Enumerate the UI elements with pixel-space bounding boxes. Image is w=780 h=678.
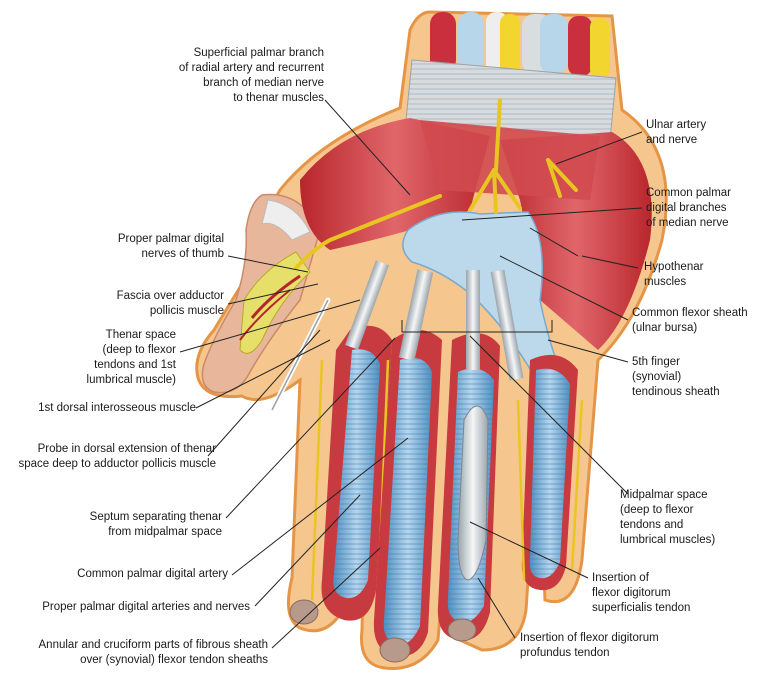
label-fifth-finger-sheath: 5th finger (synovial) tendinous sheath [632,356,720,398]
middle-finger [373,269,442,663]
label-probe-dorsal-extension: Probe in dorsal extension of thenar spac… [18,443,216,470]
label-fascia-adductor-pollicis: Fascia over adductor pollicis muscle [116,290,224,317]
little-finger [516,354,584,591]
ring-finger [437,270,500,642]
label-common-palmar-digital-artery: Common palmar digital artery [77,568,228,580]
label-superficial-palmar-branch: Superficial palmar branch of radial arte… [178,47,324,104]
index-finger [289,325,392,625]
thumb [201,193,321,394]
wrist-tendons [405,12,617,141]
label-proper-palmar-digital-arteries-nerves: Proper palmar digital arteries and nerve… [42,601,250,613]
label-ulnar-artery-nerve: Ulnar artery and nerve [646,119,707,146]
leader-lines [179,99,643,649]
palm-muscles [300,118,652,350]
label-septum-thenar-midpalmar: Septum separating thenar from midpalmar … [89,511,222,538]
label-midpalmar-space: Midpalmar space (deep to flexor tendons … [620,489,716,546]
label-insertion-fds: Insertion of flexor digitorum superficia… [592,572,691,614]
label-insertion-fdp: Insertion of flexor digitorum profundus … [520,632,659,659]
label-proper-palmar-digital-nerves-thumb: Proper palmar digital nerves of thumb [117,233,224,260]
label-common-palmar-digital-branches: Common palmar digital branches of median… [646,187,731,229]
median-nerve-branches [294,98,578,270]
label-hypothenar-muscles: Hypothenar muscles [644,261,704,288]
label-common-flexor-sheath: Common flexor sheath (ulnar bursa) [632,307,748,334]
label-first-dorsal-interosseous: 1st dorsal interosseous muscle [38,402,196,414]
label-thenar-space: Thenar space (deep to flexor tendons and… [86,329,176,386]
label-annular-cruciform: Annular and cruciform parts of fibrous s… [38,639,268,666]
flexor-tendons [345,260,524,381]
